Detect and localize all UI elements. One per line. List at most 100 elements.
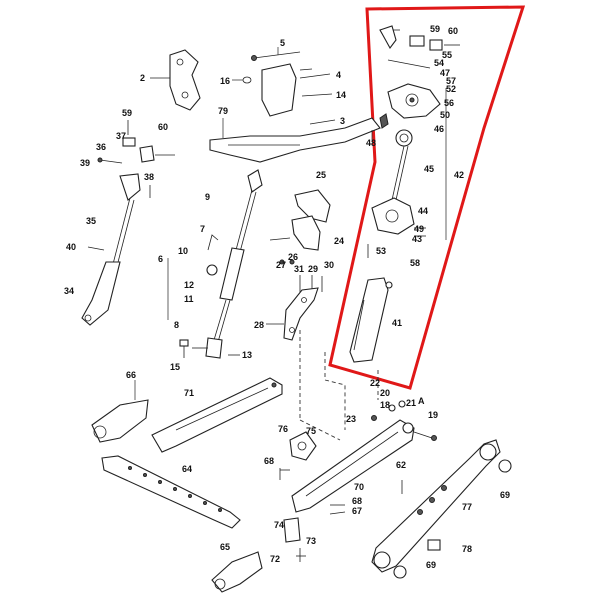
part-25-bracket	[291, 189, 331, 251]
drawbar-holes	[128, 466, 222, 512]
highlight-outline	[328, 5, 526, 390]
label-23: 23	[346, 414, 356, 424]
label-30: 30	[324, 260, 334, 270]
label-2: 2	[140, 73, 145, 83]
callout-labels: 2 5 16 4 14 79 3 48 59 60 36 37 39 38 35…	[64, 24, 510, 570]
label-58: 58	[410, 258, 420, 268]
part-66-yoke	[91, 380, 149, 443]
label-12: 12	[184, 280, 194, 290]
label-22: 22	[370, 378, 380, 388]
part-68-67-pins	[280, 469, 346, 515]
label-29: 29	[308, 264, 318, 274]
part-5-bolt	[251, 47, 301, 61]
label-26: 26	[288, 252, 298, 262]
label-69-bottom: 69	[426, 560, 436, 570]
label-7: 7	[200, 224, 205, 234]
part-20-21-23	[371, 400, 406, 421]
label-74: 74	[274, 520, 284, 530]
part-77-lower-link	[371, 439, 501, 573]
label-42: 42	[454, 170, 464, 180]
label-71: 71	[184, 388, 194, 398]
label-67: 67	[352, 506, 362, 516]
part-2-bracket	[150, 49, 201, 111]
label-49: 49	[414, 224, 424, 234]
label-60-left: 60	[158, 122, 168, 132]
label-14: 14	[336, 90, 346, 100]
label-21: 21	[406, 398, 416, 408]
label-73: 73	[306, 536, 316, 546]
part-15-13-bolts	[179, 339, 189, 358]
label-55: 55	[442, 50, 452, 60]
part-lift-bracket	[232, 63, 333, 117]
label-24: 24	[334, 236, 344, 246]
part-35-lift-rod	[81, 173, 141, 326]
label-48: 48	[366, 138, 376, 148]
label-70: 70	[354, 482, 364, 492]
part-28-chain	[266, 287, 319, 341]
label-27: 27	[276, 260, 286, 270]
part-74-73-72	[283, 517, 306, 562]
label-72: 72	[270, 554, 280, 564]
part-9-lift-link	[167, 169, 263, 359]
label-68-left: 68	[264, 456, 274, 466]
link-holes	[417, 485, 447, 515]
part-70-lift-arm	[291, 419, 437, 513]
part-42-control-assembly	[349, 25, 460, 363]
label-47: 47	[440, 68, 450, 78]
label-34: 34	[64, 286, 74, 296]
label-62: 62	[396, 460, 406, 470]
label-59-right: 59	[430, 24, 440, 34]
label-40: 40	[66, 242, 76, 252]
label-75: 75	[306, 426, 316, 436]
label-64: 64	[182, 464, 192, 474]
label-37: 37	[116, 131, 126, 141]
label-44: 44	[418, 206, 428, 216]
label-45: 45	[424, 164, 434, 174]
label-76: 76	[278, 424, 288, 434]
label-77: 77	[462, 502, 472, 512]
label-6: 6	[158, 254, 163, 264]
label-56: 56	[444, 98, 454, 108]
label-60-right: 60	[448, 26, 458, 36]
label-66: 66	[126, 370, 136, 380]
label-16: 16	[220, 76, 230, 86]
dashed-guides	[299, 330, 379, 441]
part-71-lift-arm	[151, 377, 283, 453]
label-13: 13	[242, 350, 252, 360]
label-68-right: 68	[352, 496, 362, 506]
label-19: 19	[428, 410, 438, 420]
label-25: 25	[316, 170, 326, 180]
label-9: 9	[205, 192, 210, 202]
part-76-clamp	[279, 431, 317, 480]
label-28: 28	[254, 320, 264, 330]
part-64-drawbar	[101, 455, 241, 529]
label-3: 3	[340, 116, 345, 126]
label-79: 79	[218, 106, 228, 116]
label-31: 31	[294, 264, 304, 274]
label-53: 53	[376, 246, 386, 256]
label-65: 65	[220, 542, 230, 552]
label-35: 35	[86, 216, 96, 226]
label-54: 54	[434, 58, 444, 68]
label-4: 4	[336, 70, 341, 80]
label-A: A	[418, 396, 425, 406]
part-65-yoke	[211, 551, 263, 593]
label-43: 43	[412, 234, 422, 244]
part-small-pins	[269, 237, 323, 292]
label-20: 20	[380, 388, 390, 398]
part-69-ball	[393, 459, 512, 579]
label-36: 36	[96, 142, 106, 152]
label-38: 38	[144, 172, 154, 182]
label-57: 57	[446, 76, 456, 86]
label-46: 46	[434, 124, 444, 134]
label-11: 11	[184, 294, 194, 304]
label-69-top: 69	[500, 490, 510, 500]
label-50: 50	[440, 110, 450, 120]
label-41: 41	[392, 318, 402, 328]
label-8: 8	[174, 320, 179, 330]
label-10: 10	[178, 246, 188, 256]
part-left-fasteners	[97, 120, 175, 198]
label-18: 18	[380, 400, 390, 410]
label-78: 78	[462, 544, 472, 554]
